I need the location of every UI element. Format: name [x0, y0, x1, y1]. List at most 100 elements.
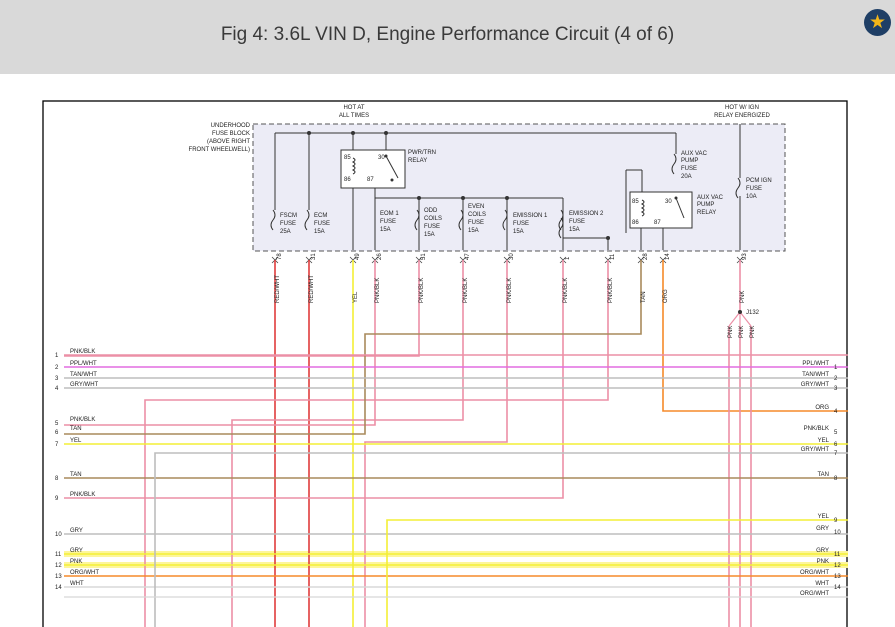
label-even-3: FUSE: [468, 220, 484, 226]
left-pin-wire-label: GRY: [70, 548, 83, 554]
right-pin-number: 9: [834, 518, 838, 524]
right-pin-wire-label: GRY: [816, 548, 829, 554]
label-fuse-block-1: UNDERHOOD: [211, 123, 251, 129]
label-fuse-block-3: (ABOVE RIGHT: [207, 139, 250, 145]
label-hot-ign: HOT W/ IGN: [725, 105, 759, 111]
label-j132: J132: [746, 310, 760, 316]
right-pin-number: 2: [834, 376, 838, 382]
label-pin-86b: 86: [632, 220, 639, 226]
right-pin-wire-label: GRY/WHT: [801, 382, 830, 388]
connector-pin-number: 14: [665, 253, 671, 260]
label-pin-85b: 85: [632, 199, 639, 205]
left-pin-number: 2: [55, 365, 59, 371]
left-pin-wire-label: TAN: [70, 472, 82, 478]
label-aux-fuse-1: AUX VAC: [681, 151, 708, 157]
label-fuse-block-2: FUSE BLOCK: [212, 131, 250, 137]
right-pin-wire-label: YEL: [818, 514, 830, 520]
right-pin-number: 3: [834, 386, 838, 392]
right-pin-number: 7: [834, 451, 838, 457]
left-pin-wire-label: TAN/WHT: [70, 372, 97, 378]
pwr-trn-relay: [340, 149, 406, 189]
connector-wire-label: PNK: [740, 291, 746, 303]
left-pin-wire-label: ORG/WHT: [70, 570, 99, 576]
connector-wire-label: PNK/BLK: [608, 278, 614, 303]
connector-pin-number: 28: [643, 253, 649, 260]
right-pin-number: 6: [834, 442, 838, 448]
wire-pnk-blk-1: [64, 260, 564, 499]
label-relay-energized: RELAY ENERGIZED: [714, 113, 770, 119]
right-pin-wire-label: TAN: [817, 472, 829, 478]
label-aux-relay-1: AUX VAC: [697, 195, 724, 201]
favorite-button[interactable]: ★: [864, 9, 891, 36]
label-pin-87a: 87: [367, 177, 374, 183]
right-pin-number: 13: [834, 574, 841, 580]
left-pin-number: 14: [55, 585, 62, 591]
label-odd-2: COILS: [424, 216, 442, 222]
label-even-4: 15A: [468, 228, 479, 234]
right-pin-wire-label: ORG: [815, 405, 829, 411]
wiring-diagram: HOT AT ALL TIMES HOT W/ IGN RELAY ENERGI…: [42, 100, 848, 627]
connector-pin-number: 26: [377, 253, 383, 260]
left-pin-wire-label: GRY: [70, 528, 83, 534]
label-pin-87b: 87: [654, 220, 661, 226]
label-aux-fuse-4: 20A: [681, 174, 692, 180]
label-odd-4: 15A: [424, 232, 435, 238]
wire-yel-9: [386, 519, 848, 627]
left-pin-wire-label: PNK/BLK: [70, 349, 95, 355]
label-fuse-block-4: FRONT WHEELWELL): [189, 147, 250, 153]
label-pcm-ign-1: PCM IGN: [746, 178, 772, 184]
right-pin-wire-label: TAN/WHT: [802, 372, 829, 378]
right-pin-number: 12: [834, 563, 841, 569]
right-pin-number: 4: [834, 409, 838, 415]
wiring-diagram-svg: HOT AT ALL TIMES HOT W/ IGN RELAY ENERGI…: [42, 100, 848, 627]
right-pin-wire-label: ORG/WHT: [800, 570, 829, 576]
label-em1-1: EMISSION 1: [513, 213, 548, 219]
connector-pin-number: 78: [277, 253, 283, 260]
label-em1-2: FUSE: [513, 221, 529, 227]
label-aux-relay-3: RELAY: [697, 210, 716, 216]
right-pin-wire-label: GRY: [816, 526, 829, 532]
label-em2-1: EMISSION 2: [569, 211, 604, 217]
splice-branch: [728, 311, 741, 327]
left-pin-number: 7: [55, 442, 59, 448]
label-pin-30b: 30: [665, 199, 672, 205]
label-ecm-3: 15A: [314, 229, 325, 235]
label-fscm-3: 25A: [280, 229, 291, 235]
left-pin-wire-label: PNK/BLK: [70, 417, 95, 423]
right-pin-number: 5: [834, 430, 838, 436]
connector-wire-label: ORG: [663, 289, 669, 303]
right-pin-number: 10: [834, 530, 841, 536]
connector-wire-label: PNK/BLK: [375, 278, 381, 303]
splice-wire-label: PNK: [739, 326, 745, 338]
wire-pnk-blk-51: [64, 260, 420, 357]
splice-wire-label: PNK: [750, 326, 756, 338]
right-pin-wire-label: YEL: [818, 438, 830, 444]
label-even-2: COILS: [468, 212, 486, 218]
figure-header: Fig 4: 3.6L VIN D, Engine Performance Ci…: [0, 0, 895, 74]
left-pin-wire-label: TAN: [70, 426, 82, 432]
connector-pin-number: 1: [565, 256, 571, 260]
right-pin-wire-label: GRY/WHT: [801, 447, 830, 453]
label-fscm-2: FUSE: [280, 221, 296, 227]
label-ecm-2: FUSE: [314, 221, 330, 227]
right-pin-number: 11: [834, 552, 841, 558]
connector-pin-number: 93: [742, 253, 748, 260]
label-aux-fuse-2: PUMP: [681, 158, 698, 164]
left-pin-wire-label: WHT: [70, 581, 84, 587]
wire-tan-28: [64, 260, 642, 435]
left-pin-number: 1: [55, 353, 59, 359]
label-all-times: ALL TIMES: [339, 113, 369, 119]
left-pin-wire-label: PPL/WHT: [70, 361, 97, 367]
right-pin-number: 14: [834, 585, 841, 591]
left-pin-number: 10: [55, 532, 62, 538]
left-pin-wire-label: PNK: [70, 559, 82, 565]
label-em2-3: 15A: [569, 227, 580, 233]
connector-wire-label: RED/WHT: [309, 275, 315, 303]
right-pin-wire-label: PNK/BLK: [804, 426, 829, 432]
wire-gry-wht-7: [154, 452, 848, 627]
left-pin-number: 4: [55, 386, 59, 392]
left-pin-number: 11: [55, 552, 62, 558]
splice-j132: [738, 310, 742, 314]
right-pin-wire-label: WHT: [815, 581, 829, 587]
label-pin-86a: 86: [344, 177, 351, 183]
